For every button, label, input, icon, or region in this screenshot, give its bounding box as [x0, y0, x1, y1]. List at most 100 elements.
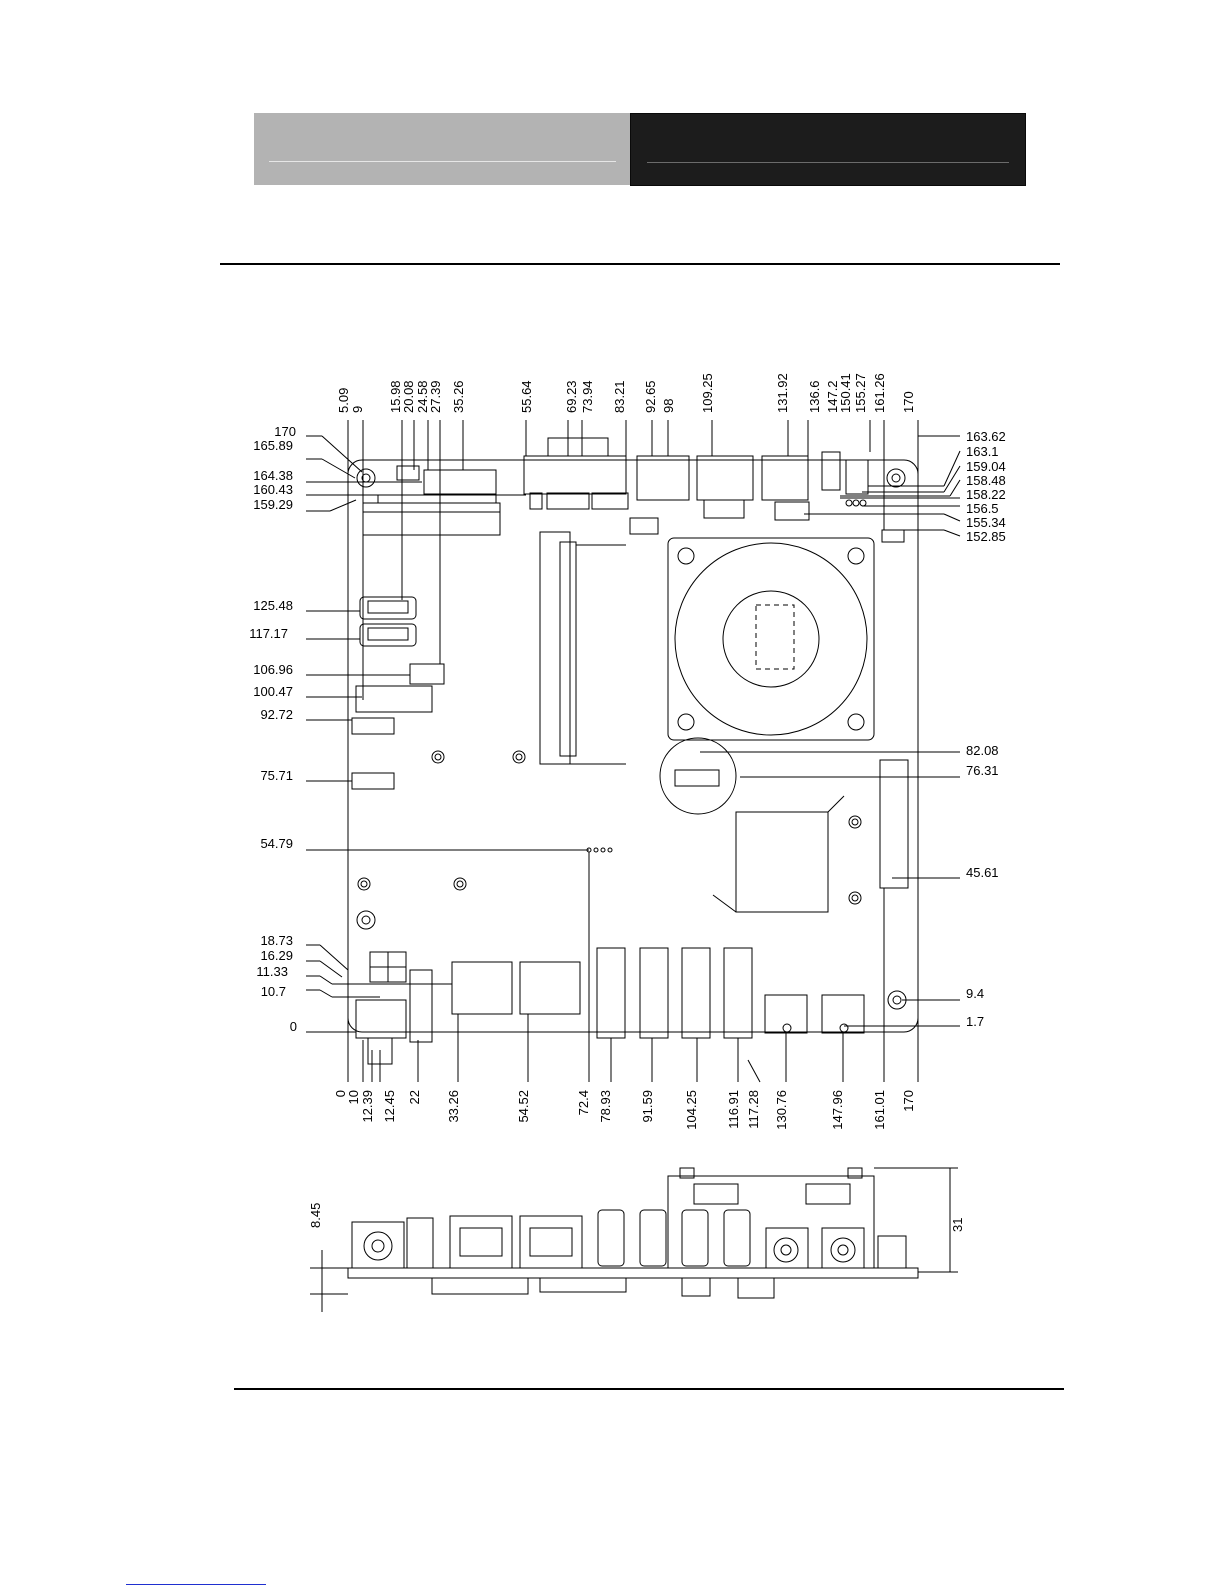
dim-top-label: 83.21	[612, 380, 627, 413]
dim-left-label: 117.17	[249, 626, 288, 641]
fan-header	[396, 465, 420, 481]
expansion-slot	[879, 759, 909, 889]
lpt-header	[362, 502, 501, 536]
side-dc-jack	[351, 1221, 405, 1269]
bottom-dimension-labels: 0 10 12.39 12.45 22 33.26 54.52 72.4 78.…	[333, 1090, 916, 1130]
dim-top-label: 170	[901, 391, 916, 413]
rtc-battery	[659, 737, 737, 815]
dim-bottom-label: 12.39	[360, 1090, 375, 1123]
dim-top-label: 155.27	[853, 373, 868, 413]
dim-top-label: 136.6	[807, 380, 822, 413]
dim-left-label: 160.43	[253, 482, 293, 497]
dim-left-label: 125.48	[253, 598, 293, 613]
top-rule	[220, 263, 1060, 265]
dim-top-label: 109.25	[700, 373, 715, 413]
dim-left-label: 54.79	[260, 836, 293, 851]
dim-top-label: 73.94	[580, 380, 595, 413]
dim-top-label: 69.23	[564, 380, 579, 413]
sata-port-1	[359, 596, 417, 620]
hdmi-1	[596, 947, 626, 1039]
lan-port-2	[519, 961, 581, 1015]
dim-top-label: 15.98	[388, 380, 403, 413]
mount-hole-bl	[356, 910, 376, 930]
dim-bottom-label: 147.96	[830, 1090, 845, 1130]
hdmi-3	[681, 947, 711, 1039]
dim-left-label: 165.89	[253, 438, 293, 453]
dim-bottom-label: 10	[346, 1090, 361, 1104]
hdmi-4	[723, 947, 753, 1039]
sodimm-slot	[539, 531, 571, 765]
header-left-rule	[269, 161, 616, 162]
board-outline	[347, 459, 919, 1033]
dim-left-label: 159.29	[253, 497, 293, 512]
bottom-rule	[234, 1388, 1064, 1390]
dim-left-label: 18.73	[260, 933, 293, 948]
dim-left-label: 0	[290, 1019, 297, 1034]
dim-top-label: 150.41	[838, 373, 853, 413]
dim-top-label: 92.65	[643, 380, 658, 413]
dim-right-label: 158.48	[966, 473, 1006, 488]
dim-top-label: 20.08	[401, 380, 416, 413]
dim-top-label: 9	[350, 406, 365, 413]
side-lan-1	[449, 1215, 513, 1269]
dim-left-label: 16.29	[260, 948, 293, 963]
side-lan-2	[519, 1215, 583, 1269]
vga-port	[523, 455, 627, 495]
lan-port-1	[451, 961, 513, 1015]
dim-bottom-label: 22	[407, 1090, 422, 1104]
usb-stack-2	[696, 455, 754, 501]
dim-bottom-label: 117.28	[746, 1090, 761, 1129]
mount-hole-tl	[356, 468, 376, 488]
dim-right-label: 159.04	[966, 459, 1006, 474]
dim-left-label: 164.38	[253, 468, 293, 483]
dim-top-label: 27.39	[428, 380, 443, 413]
side-offset-label: 8.45	[308, 1203, 323, 1228]
top-dimension-labels: 5.09 9 15.98 20.08 24.58 27.39 35.26 55.…	[336, 373, 916, 413]
dim-bottom-label: 91.59	[640, 1090, 655, 1123]
usb-bottom	[409, 969, 433, 1043]
dim-top-label: 161.26	[872, 373, 887, 413]
dim-right-label: 158.22	[966, 487, 1006, 502]
side-view	[310, 1167, 958, 1312]
dim-left-label: 170	[274, 424, 296, 439]
dim-right-label: 45.61	[966, 865, 999, 880]
dim-bottom-label: 130.76	[774, 1090, 789, 1130]
audio-jack-2	[821, 994, 865, 1034]
dim-bottom-label: 116.91	[726, 1090, 741, 1129]
lan-top	[761, 455, 809, 501]
header-100	[355, 685, 433, 713]
dim-right-label: 156.5	[966, 501, 999, 516]
side-cooler	[667, 1175, 875, 1269]
side-height-label: 31	[950, 1218, 965, 1232]
mount-hole-tr	[886, 468, 906, 488]
dim-left-label: 92.72	[260, 707, 293, 722]
chipset-heatsink	[735, 811, 829, 913]
side-usb	[406, 1217, 434, 1269]
dim-top-label: 147.2	[825, 380, 840, 413]
dim-right-label: 9.4	[966, 986, 984, 1001]
cpu-cooler	[667, 537, 875, 741]
dim-top-label: 35.26	[451, 380, 466, 413]
dim-bottom-label: 78.93	[598, 1090, 613, 1123]
dim-bottom-label: 33.26	[446, 1090, 461, 1123]
dim-right-label: 163.1	[966, 444, 999, 459]
dim-right-label: 155.34	[966, 515, 1006, 530]
dim-right-label: 152.85	[966, 529, 1006, 544]
audio-jack-1	[764, 994, 808, 1034]
dim-bottom-label: 104.25	[684, 1090, 699, 1130]
dim-right-label: 82.08	[966, 743, 999, 758]
dim-left-label: 100.47	[253, 684, 293, 699]
sata-port-2	[359, 623, 417, 647]
header-right-rule	[647, 162, 1009, 163]
dim-left-label: 75.71	[260, 768, 293, 783]
dim-right-label: 76.31	[966, 763, 999, 778]
usb-stack-1	[636, 455, 690, 501]
dim-left-label: 10.7	[261, 984, 286, 999]
dim-bottom-label: 0	[333, 1090, 348, 1097]
dim-right-label: 163.62	[966, 429, 1006, 444]
right-dimension-labels: 163.62 163.1 159.04 158.48 158.22 156.5 …	[966, 429, 1006, 1029]
dim-left-label: 11.33	[256, 964, 288, 979]
dim-top-label: 55.64	[519, 380, 534, 413]
dim-bottom-label: 72.4	[576, 1090, 591, 1115]
